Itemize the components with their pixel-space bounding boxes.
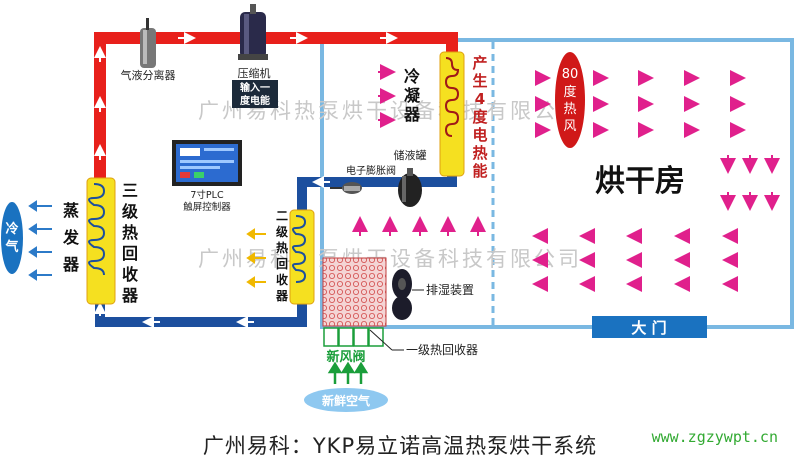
dehumidifier-icon [392, 269, 412, 320]
receiver-icon [398, 168, 422, 207]
plc-label-1: 7寸PLC [190, 189, 224, 201]
expansion-valve-label: 电子膨胀阀 [346, 164, 396, 177]
svg-text:热: 热 [122, 223, 138, 242]
tier3-recovery-label: 三 级 热 回 收 器 [121, 181, 139, 305]
svg-text:收: 收 [276, 272, 288, 287]
svg-text:器: 器 [275, 289, 289, 303]
receiver-label: 储液罐 [394, 148, 427, 162]
fresh-air-valve-label: 新风阀 [326, 349, 365, 365]
drying-room-label: 烘干房 [595, 164, 685, 199]
pipe-flow-arrows [94, 32, 398, 328]
fresh-air-badge [304, 388, 388, 412]
svg-text:蒸: 蒸 [63, 201, 79, 220]
footer-title: 广州易科：YKP易立诺高温热泵烘干系统 [202, 434, 598, 458]
svg-text:级: 级 [276, 224, 288, 239]
condenser-coil [439, 51, 465, 177]
condenser-label-2: 凝 [404, 86, 421, 105]
svg-text:度: 度 [472, 108, 488, 126]
fresh-air-label: 新鲜空气 [322, 393, 370, 408]
svg-text:生: 生 [472, 72, 487, 90]
compressor-tag-line-2: 度电能 [240, 94, 270, 107]
dehumidifier-label: 排湿装置 [426, 282, 474, 297]
svg-text:热: 热 [472, 144, 487, 162]
tier2-recovery-label: 二 级 热 回 收 器 [275, 209, 289, 303]
hot-air-badge [555, 52, 585, 148]
svg-text:电: 电 [472, 126, 487, 144]
gate-label: 大 门 [631, 319, 666, 337]
svg-text:收: 收 [122, 265, 138, 284]
evaporator-coil [86, 177, 116, 305]
liquid-pipe [297, 172, 457, 212]
plc-label-2: 触屏控制器 [183, 201, 231, 213]
cold-air-arrows [28, 200, 52, 281]
cold-air-label-2: 气 [5, 239, 18, 255]
compressor-label: 压缩机 [238, 66, 271, 80]
svg-text:三: 三 [122, 181, 138, 200]
svg-text:4: 4 [475, 90, 485, 108]
svg-text:回: 回 [276, 257, 288, 271]
svg-text:器: 器 [121, 286, 139, 305]
condenser-label-1: 冷 [404, 67, 420, 86]
svg-text:热: 热 [563, 102, 576, 117]
svg-text:发: 发 [62, 228, 80, 247]
gate-bar [592, 316, 707, 338]
cold-air-label-1: 冷 [5, 221, 18, 237]
hot-air-flow-arrows [352, 64, 780, 292]
separator-label: 气液分离器 [121, 68, 176, 82]
svg-text:热: 热 [276, 240, 288, 255]
svg-text:能: 能 [472, 162, 487, 180]
svg-text:回: 回 [122, 244, 138, 263]
primary-recovery-block [322, 257, 387, 327]
svg-text:级: 级 [122, 202, 139, 221]
compressor-tag-line-1: 输入一 [240, 81, 270, 94]
heat-output-label: 产 生 4 度 电 热 能 [472, 54, 488, 180]
separator-icon [140, 18, 156, 68]
compressor-tag [232, 80, 278, 108]
compressor-icon [238, 4, 268, 60]
condenser-label-3: 器 [403, 105, 421, 124]
secondary-recovery-coil [289, 209, 315, 305]
hot-air-label: 80 度 热 风 [562, 67, 579, 134]
fresh-air-arrows [327, 361, 369, 384]
expansion-valve-icon [330, 182, 362, 194]
fresh-air-valve-slots [323, 327, 384, 347]
evaporator-label: 蒸 发 器 [62, 201, 80, 274]
svg-text:器: 器 [62, 255, 80, 274]
plc-screen-icon [172, 140, 242, 186]
svg-text:产: 产 [472, 54, 487, 72]
svg-text:风: 风 [563, 119, 576, 134]
footer-url[interactable]: www.zgzywpt.cn [651, 428, 778, 446]
cold-air-badge [1, 202, 23, 274]
tier1-recovery-label: 一级热回收器 [406, 343, 478, 357]
warm-air-arrows [246, 228, 266, 288]
svg-text:度: 度 [563, 84, 576, 100]
svg-text:80: 80 [562, 67, 579, 82]
svg-text:二: 二 [276, 209, 288, 223]
